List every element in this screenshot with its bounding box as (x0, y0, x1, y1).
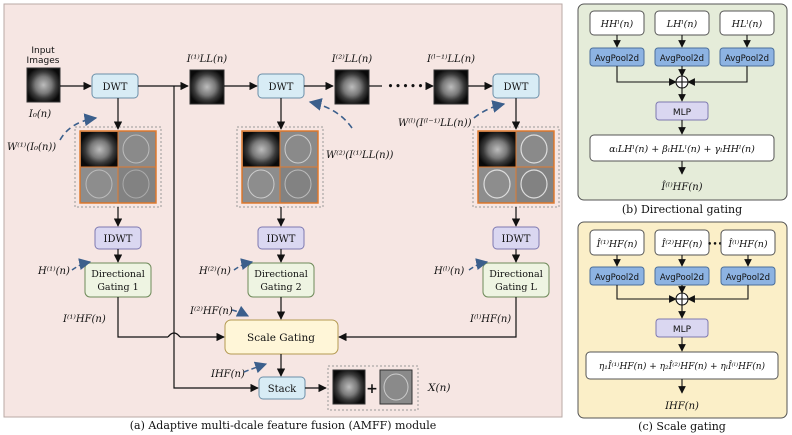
wl-dashed-arrow (473, 100, 506, 119)
w2-label: W⁽²⁾(I⁽¹⁾LL(n)) (326, 150, 393, 161)
h1-label: H⁽¹⁾(n) (37, 266, 70, 277)
ll1-image (189, 69, 225, 105)
input-label-2: Images (27, 56, 60, 66)
sp-input-l-label: Î⁽ˡ⁾HF(n) (727, 238, 767, 250)
output-image-1 (332, 369, 366, 405)
ihf2-label: I⁽²⁾HF(n) (189, 306, 233, 317)
input-image (26, 67, 61, 103)
dg2-label-1: Directional (254, 269, 308, 280)
dp-output: Î⁽ˡ⁾HF(n) (660, 181, 702, 193)
sp-formula: η₁Î⁽¹⁾HF(n) + η₂Î⁽²⁾HF(n) + ηₗÎ⁽ˡ⁾HF(n) (599, 360, 766, 372)
sp-dots: ••• (707, 240, 723, 250)
ill1-label: I⁽¹⁾LL(n) (186, 54, 227, 65)
wl-label: W⁽ˡ⁾(I⁽ˡ⁻¹⁾LL(n)) (398, 118, 472, 129)
wavelet-grid-2 (236, 126, 324, 208)
dp-pool-3-label: AvgPool2d (725, 54, 769, 64)
w2-dashed-arrow (308, 98, 353, 129)
arrow-dgl-scale (338, 297, 517, 342)
plus-sign: + (366, 381, 378, 397)
dp-pool-2-label: AvgPool2d (660, 54, 704, 64)
dp-input-lh-label: LHˡ(n) (666, 19, 698, 30)
main-caption: (a) Adaptive multi-dcale feature fusion … (130, 419, 437, 432)
sp-pool-3-label: AvgPool2d (726, 273, 770, 283)
dp-mlp-label: MLP (673, 108, 692, 118)
arrow-skip-stack (173, 86, 259, 393)
w1-dashed-arrow (59, 113, 98, 141)
h1-dashed-arrow (71, 258, 92, 271)
ihf1-label: I⁽¹⁾HF(n) (62, 314, 106, 325)
ellipsis-dots: ••••• (387, 80, 424, 93)
scale-gating-label: Scale Gating (247, 332, 315, 344)
dwt1-label: DWT (103, 82, 128, 93)
wavelet-grid-1 (74, 126, 162, 208)
dgl-label-1: Directional (489, 269, 543, 280)
idwt2-label: IDWT (267, 234, 296, 245)
sp-input-1-label: Î⁽¹⁾HF(n) (596, 238, 638, 250)
sp-join-right (687, 285, 749, 303)
sp-output: IHF(n) (664, 401, 699, 412)
h2-label: H⁽²⁾(n) (198, 266, 231, 277)
input-label-1: Input (31, 46, 55, 56)
wavelet-grid-l (472, 126, 560, 208)
output-image-2 (379, 369, 413, 405)
sp-join-left (616, 285, 677, 303)
i0-label: I₀(n) (28, 109, 51, 120)
dwt2-label: DWT (269, 82, 294, 93)
directional-caption: (b) Directional gating (622, 203, 742, 216)
x-label: X(n) (427, 382, 450, 394)
ihf-label: IHF(n) (210, 369, 245, 380)
dp-join-right (687, 66, 748, 86)
idwtl-label: IDWT (502, 234, 531, 245)
illl1-label: I⁽ˡ⁻¹⁾LL(n) (426, 54, 475, 65)
dg1-label-2: Gating 1 (97, 282, 138, 293)
dg2-label-2: Gating 2 (260, 282, 301, 293)
dwtl-label: DWT (504, 82, 529, 93)
dp-pool-1-label: AvgPool2d (595, 54, 639, 64)
ll2-image (334, 69, 370, 105)
lll-image (433, 69, 469, 105)
sp-pool-1-label: AvgPool2d (595, 273, 639, 283)
hl-dashed-arrow (468, 258, 489, 271)
line-dg1-scale (117, 297, 168, 338)
dp-input-hl-label: HLˡ(n) (731, 19, 763, 30)
sp-sum-node (675, 292, 689, 306)
ill2-label: I⁽²⁾LL(n) (331, 54, 372, 65)
w1-label: W⁽¹⁾(I₀(n)) (7, 142, 56, 153)
scale-caption: (c) Scale gating (638, 420, 726, 433)
dp-input-hh-label: HHˡ(n) (600, 19, 634, 30)
ihfl-label: I⁽ˡ⁾HF(n) (469, 314, 511, 325)
dp-sum-node (675, 75, 689, 89)
hl-label: H⁽ˡ⁾(n) (433, 266, 464, 277)
sp-mlp-label: MLP (673, 325, 692, 335)
dg1-label-1: Directional (91, 269, 145, 280)
ihf-dashed-arrow (243, 361, 268, 374)
sp-pool-2-label: AvgPool2d (660, 273, 704, 283)
ihf2-dashed-arrow (231, 305, 250, 317)
h2-dashed-arrow (233, 258, 254, 271)
dp-join-left (616, 66, 677, 86)
sp-input-2-label: Î⁽²⁾HF(n) (661, 238, 703, 250)
idwt1-label: IDWT (104, 234, 133, 245)
output-frame (327, 365, 419, 411)
stack-label: Stack (268, 384, 297, 395)
dp-formula: αₗLHˡ(n) + βₗHLˡ(n) + γₗHHˡ(n) (609, 144, 755, 155)
dgl-label-2: Gating L (495, 282, 537, 293)
main-panel (3, 3, 563, 418)
